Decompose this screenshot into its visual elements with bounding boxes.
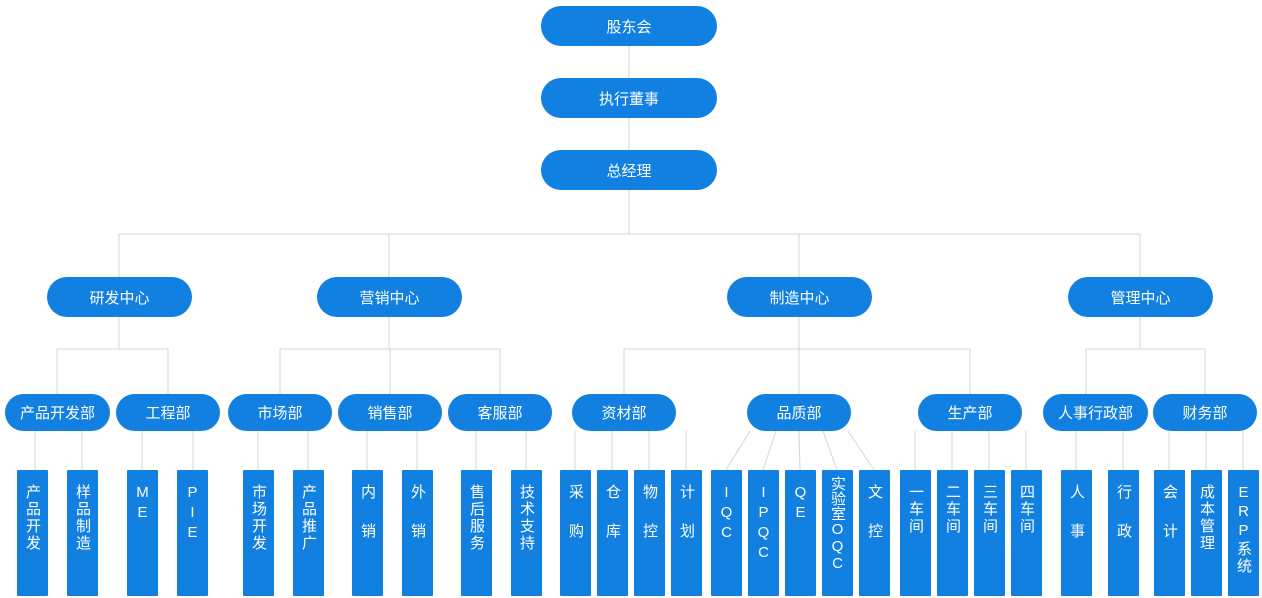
node-shareholders: 股东会 xyxy=(541,6,717,46)
unit-workshop-2: 二车间 xyxy=(937,470,968,596)
node-marketing-center: 营销中心 xyxy=(317,277,462,317)
unit-purchasing: 采购 xyxy=(560,470,591,596)
node-product-dev-dept: 产品开发部 xyxy=(5,394,110,431)
node-production-dept: 生产部 xyxy=(918,394,1022,431)
node-general-manager: 总经理 xyxy=(541,150,717,190)
unit-me: ME xyxy=(127,470,158,596)
unit-planning: 计划 xyxy=(671,470,702,596)
unit-pie: PIE xyxy=(177,470,208,596)
unit-technical-support: 技术支持 xyxy=(511,470,542,596)
unit-warehouse: 仓库 xyxy=(597,470,628,596)
node-customer-service-dept: 客服部 xyxy=(448,394,552,431)
connector-line-50 xyxy=(762,430,777,471)
node-manufacturing-center: 制造中心 xyxy=(727,277,872,317)
connector-line-52 xyxy=(822,430,838,471)
unit-material-control: 物控 xyxy=(634,470,665,596)
node-management-center: 管理中心 xyxy=(1068,277,1213,317)
node-market-dept: 市场部 xyxy=(228,394,332,431)
node-engineering-dept: 工程部 xyxy=(116,394,220,431)
unit-personnel: 人事 xyxy=(1061,470,1092,596)
connector-line-53 xyxy=(847,430,875,471)
unit-qe: QE xyxy=(785,470,816,596)
unit-ipqc: IPQC xyxy=(748,470,779,596)
unit-lab-oqc: 实验室OQC xyxy=(822,470,853,596)
node-quality-dept: 品质部 xyxy=(747,394,851,431)
unit-sample-manufacturing: 样品制造 xyxy=(67,470,98,596)
unit-accounting: 会计 xyxy=(1154,470,1185,596)
node-hr-admin-dept: 人事行政部 xyxy=(1043,394,1148,431)
connector-line-51 xyxy=(798,430,801,471)
unit-workshop-1: 一车间 xyxy=(900,470,931,596)
unit-document-control: 文控 xyxy=(859,470,890,596)
connector-line-49 xyxy=(725,430,751,471)
unit-market-development: 市场开发 xyxy=(243,470,274,596)
node-finance-dept: 财务部 xyxy=(1153,394,1257,431)
unit-iqc: IQC xyxy=(711,470,742,596)
node-executive-director: 执行董事 xyxy=(541,78,717,118)
unit-workshop-4: 四车间 xyxy=(1011,470,1042,596)
unit-domestic-sales: 内销 xyxy=(352,470,383,596)
node-sales-dept: 销售部 xyxy=(338,394,442,431)
unit-product-promotion: 产品推广 xyxy=(293,470,324,596)
node-materials-dept: 资材部 xyxy=(572,394,676,431)
unit-erp-system: ERP系统 xyxy=(1228,470,1259,596)
unit-export-sales: 外销 xyxy=(402,470,433,596)
node-rd-center: 研发中心 xyxy=(47,277,192,317)
unit-workshop-3: 三车间 xyxy=(974,470,1005,596)
unit-cost-management: 成本管理 xyxy=(1191,470,1222,596)
unit-administration: 行政 xyxy=(1108,470,1139,596)
unit-after-sales-service: 售后服务 xyxy=(461,470,492,596)
unit-product-development: 产品开发 xyxy=(17,470,48,596)
